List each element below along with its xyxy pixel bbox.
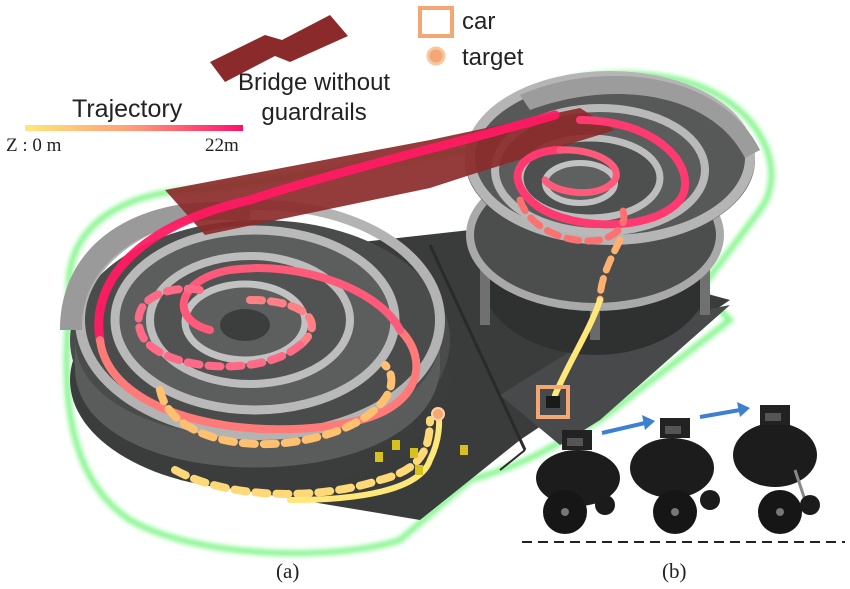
trajectory-z-start: Z : 0 m: [6, 135, 62, 156]
caption-a: (a): [276, 559, 300, 583]
robot-3: [733, 405, 820, 534]
target-marker: [431, 407, 445, 421]
car-marker: [536, 385, 570, 419]
arrow-right-icon: [601, 415, 655, 435]
robot-sequence: [522, 402, 845, 543]
bridge-label-line1: Bridge without: [238, 69, 391, 96]
legend-target-label: target: [462, 44, 524, 71]
bridge-label: Bridge without guardrails: [238, 68, 390, 128]
car-square-icon: [418, 6, 454, 38]
traffic-cones: [375, 440, 468, 475]
trajectory-title: Trajectory: [72, 95, 183, 123]
bridge-label-line2: guardrails: [261, 99, 367, 126]
robot-2: [630, 418, 720, 534]
bridge-zigzag-icon: [210, 15, 348, 82]
trajectory-colorbar: [25, 125, 243, 131]
trajectory-z-end: 22m: [205, 135, 239, 156]
arrow-right-icon: [699, 402, 750, 419]
bridge-ramp: [165, 108, 615, 235]
legend-car-label: car: [462, 8, 496, 35]
robot-1: [536, 430, 620, 534]
trajectory-path: [94, 110, 689, 503]
target-dot-icon: [426, 46, 446, 66]
caption-b: (b): [662, 559, 687, 583]
